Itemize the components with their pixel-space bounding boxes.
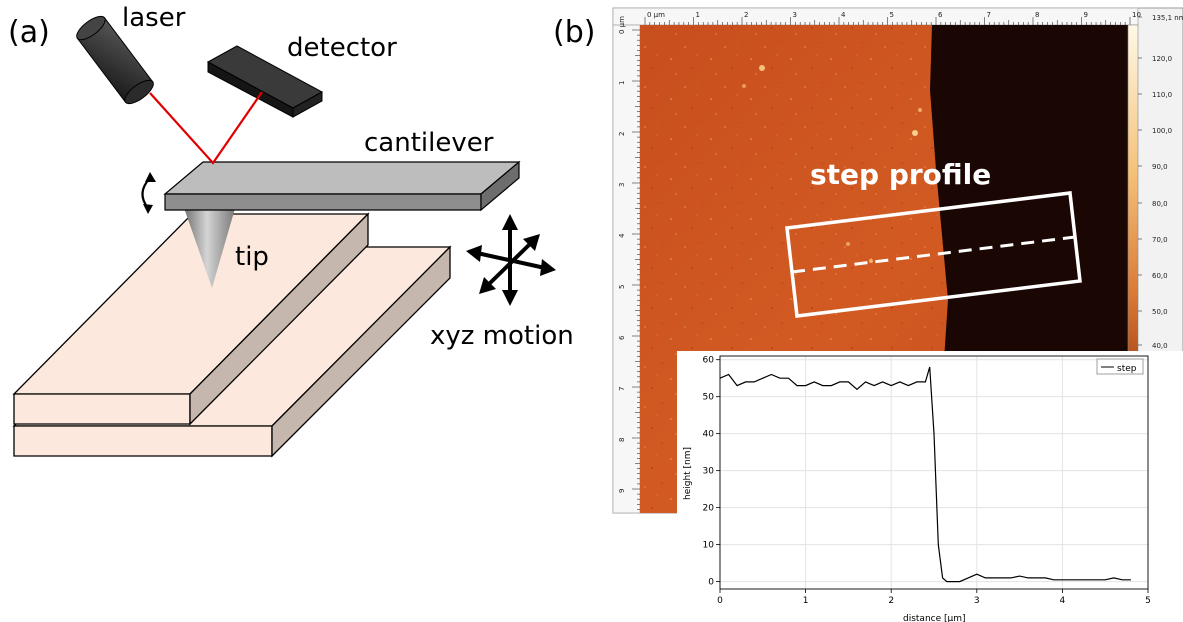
motion-label: xyz motion	[430, 321, 574, 351]
scan-x-ruler: 0 µm 1 2 3 4 5 6 7 8 9 10	[612, 7, 1141, 26]
scan-y-tick-label: 5	[618, 285, 626, 289]
colorbar-tick-label: 100,0	[1152, 127, 1172, 135]
colorbar-tick-label: 70,0	[1152, 236, 1168, 244]
scan-y-tick-label: 4	[618, 233, 626, 238]
colorbar-tick-label: 120,0	[1152, 55, 1172, 63]
plot-y-tick-label: 60	[703, 356, 715, 366]
scan-x-tick-label: 2	[744, 11, 748, 19]
scan-x-tick-label: 7	[987, 11, 991, 19]
scan-y-tick-label: 9	[618, 489, 626, 493]
scan-x-tick-label: 5	[890, 11, 894, 19]
colorbar-tick-label: 110,0	[1152, 91, 1172, 99]
panel-a-label: (a)	[8, 15, 50, 50]
plot-legend: step	[1096, 358, 1144, 375]
scan-y-tick-label: 8	[618, 438, 626, 442]
scan-y-tick-label: 3	[618, 183, 626, 187]
cantilever-label: cantilever	[364, 128, 494, 158]
scan-x-tick-label: 6	[938, 11, 943, 19]
colorbar-tick-label: 90,0	[1152, 163, 1168, 171]
scan-y-tick-label: 0 µm	[618, 16, 626, 34]
detector-label: detector	[287, 33, 397, 63]
scan-y-ruler: 0 µm 1 2 3 4 5 6 7 8 9	[612, 16, 641, 514]
plot-x-tick-label: 3	[974, 596, 980, 606]
scan-y-tick-label: 1	[618, 81, 626, 85]
step-series-line	[719, 366, 1131, 583]
plot-y-tick-label: 40	[703, 430, 715, 440]
legend-series-name: step	[1117, 364, 1137, 374]
scan-x-tick-label: 8	[1035, 11, 1039, 19]
scan-y-tick-label: 7	[618, 387, 626, 391]
panel-b-label: (b)	[553, 15, 595, 50]
plot-frame	[719, 355, 1149, 590]
scan-x-tick-label: 10	[1132, 11, 1141, 19]
profile-selection-box	[785, 191, 1082, 318]
colorbar-tick-label: 60,0	[1152, 272, 1168, 280]
plot-x-tick-label: 0	[717, 596, 723, 606]
scan-y-tick-label: 6	[618, 335, 626, 340]
scan-x-tick-label: 0 µm	[647, 11, 665, 19]
substrate-upper-slab	[12, 212, 370, 426]
step-profile-label: step profile	[810, 158, 991, 191]
colorbar-tick-label: 50,0	[1152, 308, 1168, 316]
xyz-motion-arrows-icon	[466, 214, 556, 306]
colorbar-tick-label: 40,0	[1152, 342, 1168, 350]
plot-y-tick-label: 30	[703, 467, 715, 477]
scan-x-tick-label: 1	[696, 11, 700, 19]
cantilever-beam	[163, 160, 521, 212]
laser-label: laser	[122, 3, 186, 33]
panel-a: (a)	[8, 3, 574, 458]
plot-y-tick-label: 50	[703, 393, 715, 403]
tip-label: tip	[235, 242, 269, 272]
plot-y-tick-label: 0	[708, 578, 714, 588]
plot-x-tick-label: 4	[1060, 596, 1066, 606]
plot-x-tick-label: 2	[888, 596, 894, 606]
scan-y-tick-label: 2	[618, 132, 626, 136]
plot-x-tick-label: 1	[803, 596, 809, 606]
scan-x-tick-label: 9	[1084, 11, 1088, 19]
plot-x-tick-label: 5	[1145, 596, 1151, 606]
scan-x-tick-label: 3	[793, 11, 797, 19]
colorbar-tick-label: 80,0	[1152, 200, 1168, 208]
plot-xlabel: distance [µm]	[903, 614, 966, 622]
plot-y-tick-label: 20	[703, 504, 715, 514]
detector-plate	[206, 45, 324, 118]
plot-y-tick-label: 10	[703, 541, 715, 551]
scan-x-tick-label: 4	[841, 11, 846, 19]
colorbar-tick-label: 135,1 nm	[1152, 14, 1183, 22]
laser-beam	[149, 91, 263, 165]
plot-ylabel: height [nm]	[683, 447, 693, 500]
laser-source	[76, 15, 154, 105]
rotation-arrow-icon	[141, 172, 156, 214]
